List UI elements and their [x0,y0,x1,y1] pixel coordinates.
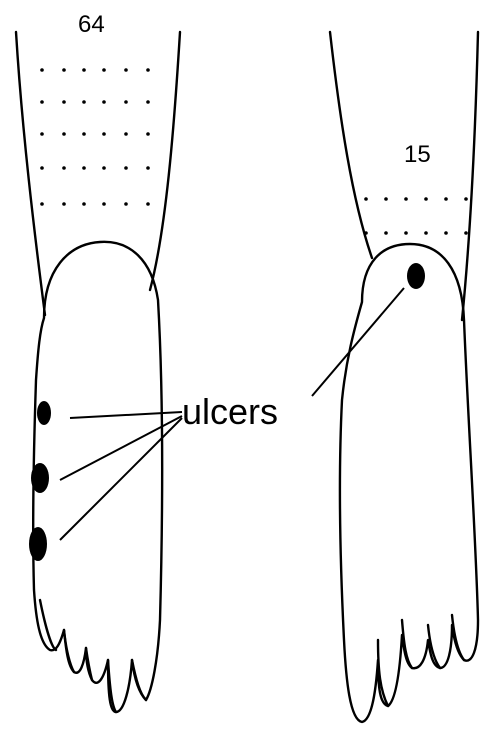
left-sensation-dot [62,68,66,72]
left-sensation-dot [82,100,86,104]
right-sensation-dot [384,197,388,201]
left-sensation-dot [62,202,66,206]
left-sensation-dot [124,68,128,72]
left-sensation-dot [102,202,106,206]
left-sensation-dot [82,166,86,170]
right-toe-line-2 [402,620,412,668]
left-sensation-dot [82,202,86,206]
left-toe-line-5 [132,660,146,700]
left-foot-count-label: 64 [78,11,105,38]
left-ulcer-upper [37,401,51,425]
left-sensation-dot [102,132,106,136]
left-ulcer-middle [31,463,49,493]
right-toe-line-1 [378,640,388,706]
right-sensation-dot [404,231,408,235]
left-foot: 64 [16,11,180,712]
left-sensation-dot [62,132,66,136]
right-sensation-dots [364,197,468,235]
left-sensation-dot [40,100,44,104]
left-sensation-dot [62,166,66,170]
right-sensation-dot [464,197,468,201]
left-sensation-dot [124,166,128,170]
right-sensation-dot [384,231,388,235]
left-sensation-dots [40,68,150,206]
left-sensation-dot [124,132,128,136]
left-sensation-dot [82,68,86,72]
left-leg-outer-edge [16,32,45,315]
leader-line-middle [60,416,182,480]
left-sensation-dot [40,68,44,72]
right-foot-outline [340,244,478,722]
left-sensation-dot [102,100,106,104]
right-sensation-dot [444,231,448,235]
ulcer-callout: ulcers [60,288,404,540]
ulcers-label: ulcers [182,391,278,432]
right-sensation-dot [424,197,428,201]
left-sensation-dot [40,132,44,136]
leader-line-right [312,288,404,396]
right-sensation-dot [444,197,448,201]
right-sensation-dot [364,197,368,201]
left-sensation-dot [62,100,66,104]
left-sensation-dot [124,100,128,104]
left-ulcer-lower [29,527,47,561]
leader-line-upper [70,412,182,418]
right-sensation-dot [464,231,468,235]
left-leg-inner-edge [150,32,180,290]
left-sensation-dot [146,202,150,206]
left-sensation-dot [82,132,86,136]
left-sensation-dot [146,166,150,170]
left-sensation-dot [146,68,150,72]
right-sensation-dot [424,231,428,235]
left-sensation-dot [124,202,128,206]
left-sensation-dot [102,68,106,72]
right-foot: 15 [330,32,478,722]
left-sensation-dot [40,166,44,170]
left-toe-line-1 [40,600,56,650]
right-leg-inner-edge [462,32,478,320]
left-sensation-dot [146,132,150,136]
right-foot-count-label: 15 [404,141,431,168]
left-sensation-dot [40,202,44,206]
left-sensation-dot [102,166,106,170]
left-sensation-dot [146,100,150,104]
right-sensation-dot [364,231,368,235]
left-foot-outline [33,242,162,712]
left-toe-line-4 [108,660,116,712]
right-ulcer [407,263,425,289]
right-sensation-dot [404,197,408,201]
leader-line-lower [60,418,182,540]
right-leg-outer-edge [330,32,372,258]
